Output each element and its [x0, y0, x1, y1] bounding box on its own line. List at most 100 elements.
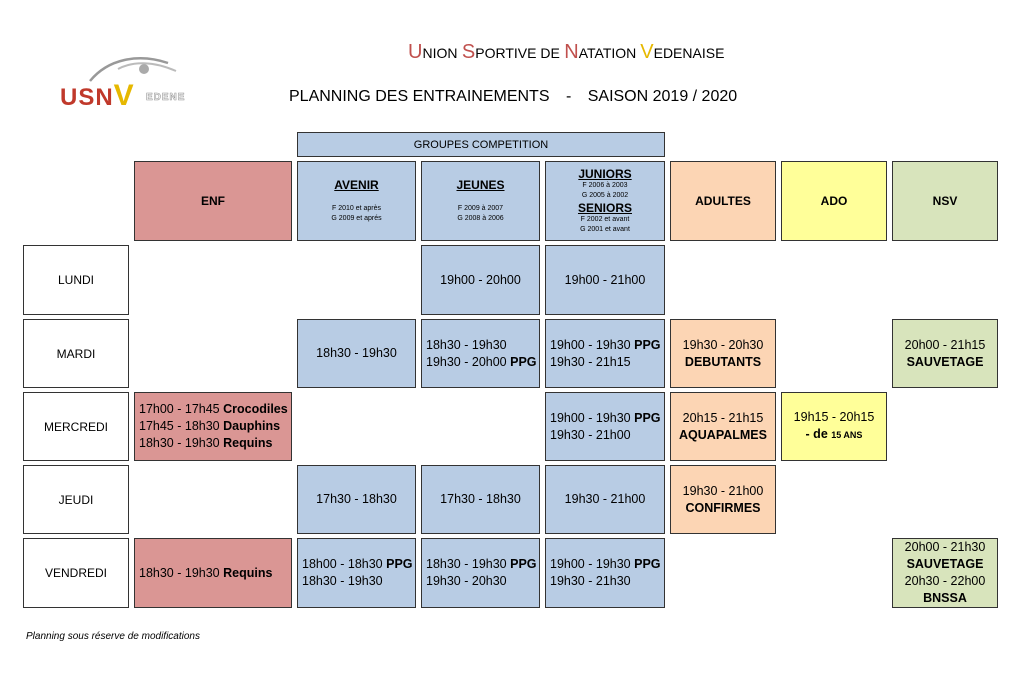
slot-time: 18h30 - 19h30 [316, 346, 397, 360]
slot-lundi-juniors: 19h00 - 21h00 [545, 245, 665, 315]
club-name-word-3: ATATION [578, 45, 637, 61]
slot-time: 17h30 - 18h30 [440, 492, 521, 506]
slot-mardi-jeunes: 18h30 - 19h30 19h30 - 20h00 PPG [421, 319, 540, 388]
slot-tag: BNSSA [923, 591, 967, 605]
day-label-vendredi: VENDREDI [23, 538, 129, 608]
seniors-age-g: G 2001 et avant [580, 226, 630, 233]
day-label-mardi: MARDI [23, 319, 129, 388]
column-header-adultes: ADULTES [670, 161, 776, 241]
slot-time: 19h00 - 21h00 [564, 272, 646, 287]
logo-usn: USN [60, 84, 114, 111]
slot-time: 19h15 - 20h15 [793, 410, 875, 424]
slot-tag: SAUVETAGE [906, 354, 984, 369]
slot-time: 19h30 - 20h00 [426, 354, 511, 369]
slot-time: 20h15 - 21h15 [682, 410, 764, 425]
slot-time: 18h30 - 19h30 [302, 574, 383, 588]
slot-tag: PPG [634, 557, 661, 571]
column-header-enf: ENF [134, 161, 292, 241]
slot-mercredi-ado: 19h15 - 20h15 - de 15 ANS [781, 392, 887, 461]
slot-tag: PPG [510, 354, 537, 369]
groups-competition-header: GROUPES COMPETITION [297, 132, 665, 157]
slot-jeudi-adultes: 19h30 - 21h00 CONFIRMES [670, 465, 776, 534]
slot-time: 19h00 - 19h30 [550, 557, 635, 571]
club-name-initial-n: N [564, 41, 579, 63]
slot-jeudi-juniors: 19h30 - 21h00 [545, 465, 665, 534]
slot-time: 19h30 - 21h00 [682, 483, 764, 498]
club-name-word-4: EDENAISE [653, 45, 725, 61]
club-name-word-2: PORTIVE DE [475, 45, 560, 61]
slot-time: 18h30 - 19h30 [426, 337, 507, 352]
club-name-word-1: NION [422, 45, 458, 61]
slot-vendredi-nsv: 20h00 - 21h30 SAUVETAGE 20h30 - 22h00 BN… [892, 538, 998, 608]
slot-mercredi-adultes: 20h15 - 21h15 AQUAPALMES [670, 392, 776, 461]
slot-jeudi-jeunes: 17h30 - 18h30 [421, 465, 540, 534]
slot-vendredi-avenir: 18h00 - 18h30 PPG 18h30 - 19h30 [297, 538, 416, 608]
column-header-ado: ADO [781, 161, 887, 241]
slot-lundi-jeunes: 19h00 - 20h00 [421, 245, 540, 315]
column-header-avenir: AVENIR F 2010 et après G 2009 et aprés [297, 161, 416, 241]
groups-competition-label: GROUPES COMPETITION [413, 138, 549, 151]
slot-tag: CONFIRMES [685, 500, 761, 515]
column-header-juniors-seniors: JUNIORS F 2006 à 2003 G 2005 à 2002 SENI… [545, 161, 665, 241]
slot-mercredi-enf: 17h00 - 17h45 Crocodiles 17h45 - 18h30 D… [134, 392, 292, 461]
slot-time: 18h30 - 19h30 [426, 557, 511, 571]
column-label-nsv: NSV [932, 194, 958, 208]
slot-jeudi-avenir: 17h30 - 18h30 [297, 465, 416, 534]
slot-tag: Crocodiles [223, 402, 288, 416]
day-text-lundi: LUNDI [57, 273, 94, 287]
slot-time: 19h30 - 21h30 [550, 574, 631, 588]
slot-time: 17h00 - 17h45 [139, 402, 224, 416]
day-text-mercredi: MERCREDI [43, 419, 108, 434]
planning-title: PLANNING DES ENTRAINEMENTS [289, 88, 550, 105]
avenir-age-f: F 2010 et après [331, 205, 382, 212]
day-text-mardi: MARDI [56, 346, 96, 361]
slot-tag: AQUAPALMES [679, 427, 767, 442]
day-label-mercredi: MERCREDI [23, 392, 129, 461]
logo-edene: EDENE [146, 92, 186, 104]
seniors-age-f: F 2002 et avant [580, 216, 630, 223]
avenir-age-g: G 2009 et aprés [331, 215, 382, 222]
slot-tag: PPG [386, 557, 413, 571]
slot-time: 19h00 - 19h30 [550, 410, 635, 425]
slot-vendredi-enf: 18h30 - 19h30 Requins [134, 538, 292, 608]
day-label-lundi: LUNDI [23, 245, 129, 315]
column-label-jeunes: JEUNES [456, 178, 505, 192]
slot-tag: DEBUTANTS [684, 354, 762, 369]
slot-time: 17h45 - 18h30 [139, 419, 224, 433]
page-title: PLANNING DES ENTRAINEMENTS - SAISON 2019… [289, 88, 737, 106]
column-header-jeunes: JEUNES F 2009 à 2007 G 2008 à 2006 [421, 161, 540, 241]
season-label: SAISON 2019 / 2020 [587, 88, 738, 105]
club-name-initial-u: U [408, 41, 423, 63]
slot-mardi-avenir: 18h30 - 19h30 [297, 319, 416, 388]
slot-time: 19h30 - 21h00 [550, 427, 631, 442]
day-text-vendredi: VENDREDI [44, 566, 107, 580]
slot-time: 19h30 - 21h15 [550, 354, 631, 369]
slot-tag: Requins [223, 436, 273, 450]
day-text-jeudi: JEUDI [58, 492, 94, 507]
slot-mardi-nsv: 20h00 - 21h15 SAUVETAGE [892, 319, 998, 388]
slot-time: 20h30 - 22h00 [904, 574, 986, 588]
slot-time: 19h00 - 20h00 [440, 272, 521, 287]
day-label-jeudi: JEUDI [23, 465, 129, 534]
club-name-initial-v: V [640, 41, 654, 63]
column-label-seniors: SENIORS [577, 201, 632, 215]
title-separator: - [565, 88, 572, 105]
juniors-age-f: F 2006 à 2003 [582, 182, 628, 189]
jeunes-age-g: G 2008 à 2006 [457, 215, 504, 222]
slot-vendredi-juniors: 19h00 - 19h30 PPG 19h30 - 21h30 [545, 538, 665, 608]
slot-tag: PPG [634, 410, 661, 425]
slot-vendredi-jeunes: 18h30 - 19h30 PPG 19h30 - 20h30 [421, 538, 540, 608]
footer-note: Planning sous réserve de modifications [26, 631, 200, 642]
logo-v: V [113, 79, 135, 112]
swimmer-icon [89, 57, 177, 82]
slot-mardi-juniors: 19h00 - 19h30 PPG 19h30 - 21h15 [545, 319, 665, 388]
slot-time: 20h00 - 21h30 [904, 540, 986, 554]
slot-tag: Dauphins [223, 419, 281, 433]
column-header-nsv: NSV [892, 161, 998, 241]
club-logo: USNV EDENE [58, 55, 188, 112]
slot-time: 18h00 - 18h30 [302, 557, 387, 571]
slot-time: 18h30 - 19h30 [139, 565, 224, 580]
slot-mardi-adultes: 19h30 - 20h30 DEBUTANTS [670, 319, 776, 388]
slot-tag: PPG [510, 557, 537, 571]
